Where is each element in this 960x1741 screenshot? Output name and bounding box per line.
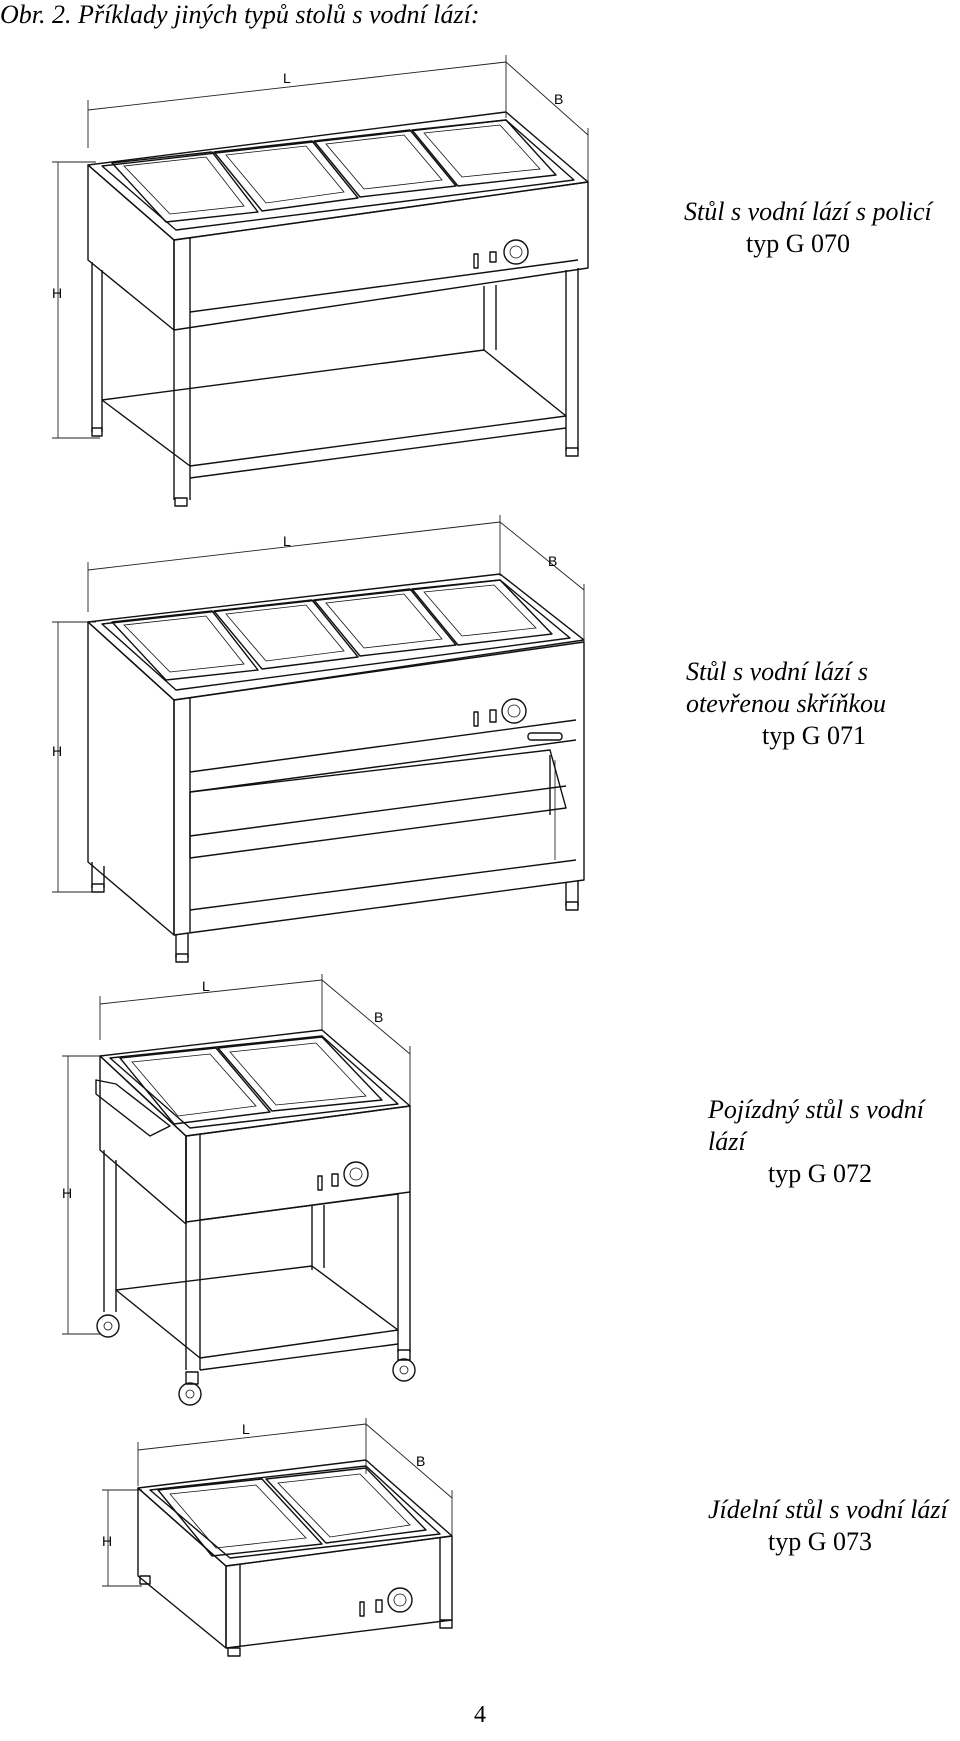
table-drawing-g073: L B H: [102, 1418, 453, 1657]
caption-name: Stůl s vodní lází s otevřenou skříňkou: [686, 657, 887, 718]
dimension-label-l: L: [202, 978, 210, 994]
table-drawing-g071: L B H: [52, 515, 585, 963]
dimension-label-b: B: [416, 1453, 425, 1469]
dimension-lines: [52, 55, 589, 439]
caption-g072: Pojízdný stůl s vodní lází typ G 072: [708, 1094, 960, 1190]
table-drawing-g070: L B H: [52, 55, 589, 507]
dimension-label-l: L: [283, 70, 291, 86]
dimension-label-h: H: [62, 1185, 72, 1201]
caption-type: typ G 070: [746, 229, 850, 258]
caption-g071: Stůl s vodní lází s otevřenou skříňkou t…: [686, 656, 958, 752]
caption-name: Stůl s vodní lází s policí: [684, 197, 932, 226]
figure-heading: Obr. 2. Příklady jiných typů stolů s vod…: [0, 0, 480, 29]
dimension-label-b: B: [554, 91, 563, 107]
caption-type: typ G 071: [762, 721, 866, 750]
dimension-lines: [62, 974, 411, 1335]
caption-name: Pojízdný stůl s vodní lází: [708, 1095, 924, 1156]
dimension-label-l: L: [242, 1421, 250, 1437]
dimension-label-l: L: [283, 533, 291, 549]
dimension-lines: [52, 515, 585, 893]
page-number: 4: [474, 1702, 486, 1728]
caption-g070: Stůl s vodní lází s policí typ G 070: [684, 196, 932, 260]
dimension-label-b: B: [374, 1009, 383, 1025]
dimension-label-b: B: [548, 553, 557, 569]
caption-name: Jídelní stůl s vodní lází: [708, 1495, 948, 1524]
dimension-label-h: H: [52, 743, 62, 759]
dimension-label-h: H: [102, 1533, 112, 1549]
caption-g073: Jídelní stůl s vodní lází typ G 073: [708, 1494, 960, 1558]
dimension-label-h: H: [52, 285, 62, 301]
caption-type: typ G 072: [768, 1159, 872, 1188]
table-drawing-g072: L B H: [62, 974, 416, 1406]
caption-type: typ G 073: [768, 1527, 872, 1556]
